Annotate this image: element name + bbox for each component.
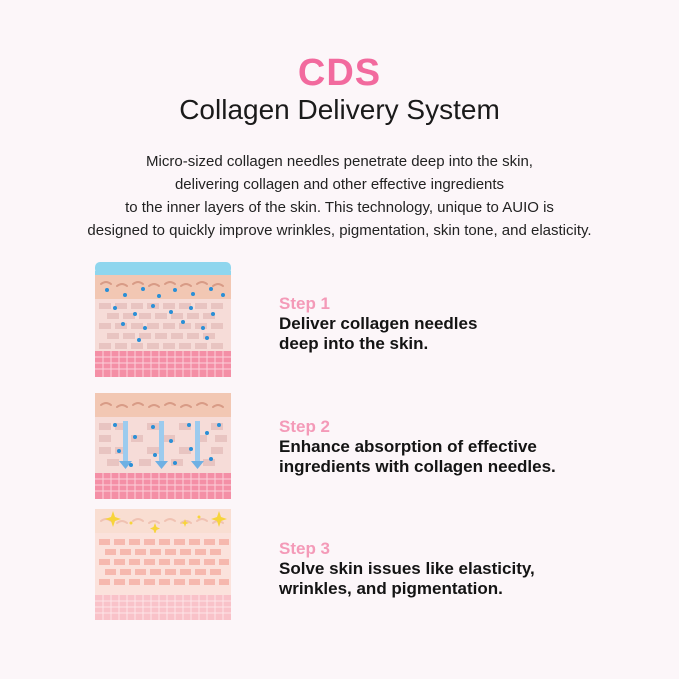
step-label: Step 3 [279,539,331,558]
absorption-arrow-icon [119,421,204,469]
step-label: Step 1 [279,294,331,313]
skin-layers-diagram-step-2 [95,393,231,499]
step-text-line: wrinkles, and pigmentation. [279,579,503,598]
step-2: Step 2 Enhance absorption of effective i… [279,417,659,477]
step-text: Enhance absorption of effective ingredie… [279,437,659,477]
step-text: Deliver collagen needles deep into the s… [279,314,659,354]
step-text-line: Deliver collagen needles [279,314,478,333]
step-text-line: Enhance absorption of effective [279,437,537,456]
step-text-line: ingredients with collagen needles. [279,457,556,476]
subcutaneous-layer [95,351,231,377]
step-1: Step 1 Deliver collagen needles deep int… [279,294,659,354]
description-line: Micro-sized collagen needles penetrate d… [146,153,533,170]
skin-layers-diagram-step-3 [95,509,231,620]
epidermis-layer [95,275,231,299]
collagen-needle-dots [105,287,225,342]
description-line: delivering collagen and other effective … [174,176,505,193]
step-3: Step 3 Solve skin issues like elasticity… [279,539,659,599]
sparkle-icon [105,511,227,534]
step-text: Solve skin issues like elasticity, wrink… [279,559,659,599]
description-line: designed to quickly improve wrinkles, pi… [87,222,592,239]
skin-layers-diagram-step-1 [95,262,231,377]
description: Micro-sized collagen needles penetrate d… [40,150,639,242]
collagen-needle-dots [113,423,221,467]
page-title: CDS [297,52,382,94]
epidermis-layer [95,509,231,533]
description-line: to the inner layers of the skin. This te… [125,199,554,216]
epidermis-layer [95,393,231,417]
page-subtitle: Collagen Delivery System [179,94,500,125]
subcutaneous-layer [95,473,231,499]
step-label: Step 2 [279,417,331,436]
step-text-line: Solve skin issues like elasticity, [279,559,535,578]
step-text-line: deep into the skin. [279,334,429,353]
